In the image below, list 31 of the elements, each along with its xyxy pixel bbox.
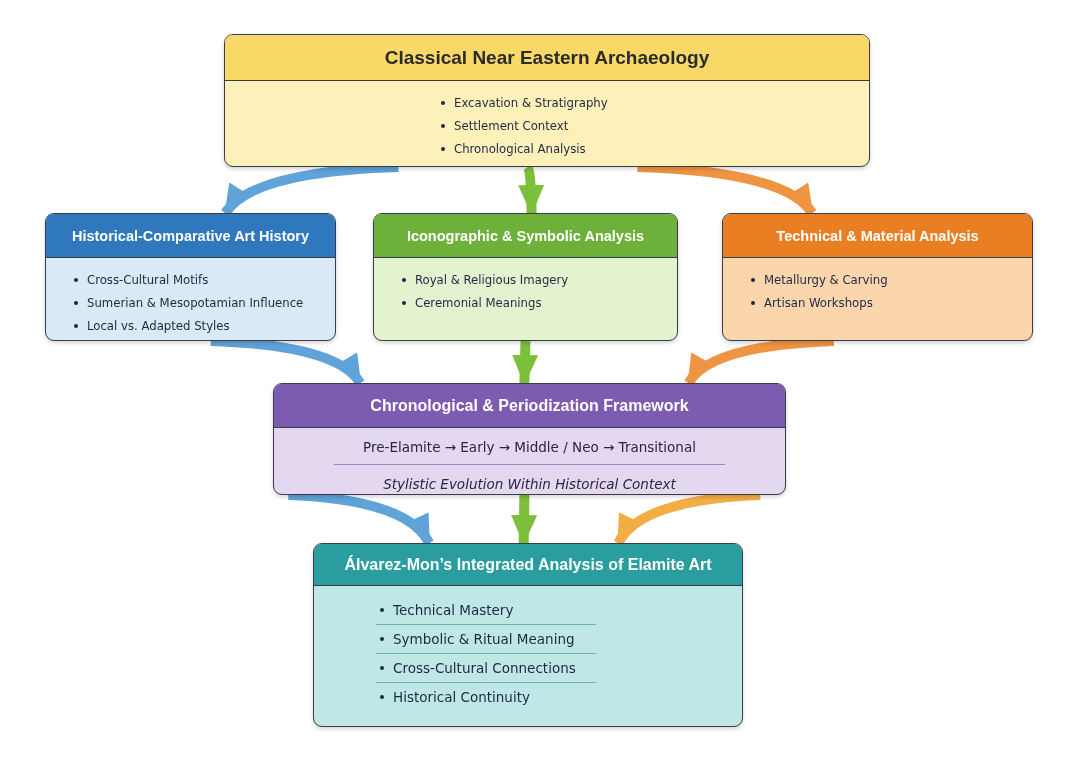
bullet-item: Cross-Cultural Connections <box>393 659 576 678</box>
subtitle-text: Stylistic Evolution Within Historical Context <box>382 475 677 494</box>
box-heading: Iconographic & Symbolic Analysis <box>374 214 677 258</box>
arrow <box>512 340 539 385</box>
bullet-item: Royal & Religious Imagery <box>415 271 569 289</box>
arrow <box>518 165 545 215</box>
bullet-item: Technical Mastery <box>393 601 514 620</box>
bullet-item: Symbolic & Ritual Meaning <box>393 630 575 649</box>
bullet-item: Historical Continuity <box>393 688 530 707</box>
bullet-item: Chronological Analysis <box>454 140 586 158</box>
bullet-item: Sumerian & Mesopotamian Influence <box>87 294 304 312</box>
box-heading: Classical Near Eastern Archaeology <box>225 35 869 81</box>
bullet-item: Metallurgy & Carving <box>764 271 888 289</box>
box-heading: Historical-Comparative Art History <box>46 214 335 258</box>
box-heading: Álvarez-Mon’s Integrated Analysis of Elamite Art <box>314 544 742 586</box>
box-heading: Technical & Material Analysis <box>723 214 1032 258</box>
bullet-item: Local vs. Adapted Styles <box>87 317 230 335</box>
concept-box <box>273 383 786 495</box>
concept-box <box>373 213 678 341</box>
concept-box <box>313 543 743 727</box>
bullet-item: Settlement Context <box>454 117 569 135</box>
concept-box <box>45 213 336 341</box>
bullet-item: Ceremonial Meanings <box>415 294 542 312</box>
box-heading: Chronological & Periodization Framework <box>274 384 785 428</box>
bullet-item: Artisan Workshops <box>764 294 873 312</box>
arrow <box>511 494 538 545</box>
period-sequence: Pre-Elamite → Early → Middle / Neo → Transitional <box>362 438 697 457</box>
bullet-item: Cross-Cultural Motifs <box>87 271 209 289</box>
concept-box <box>722 213 1033 341</box>
bullet-item: Excavation & Stratigraphy <box>454 94 608 112</box>
concept-box <box>224 34 870 167</box>
